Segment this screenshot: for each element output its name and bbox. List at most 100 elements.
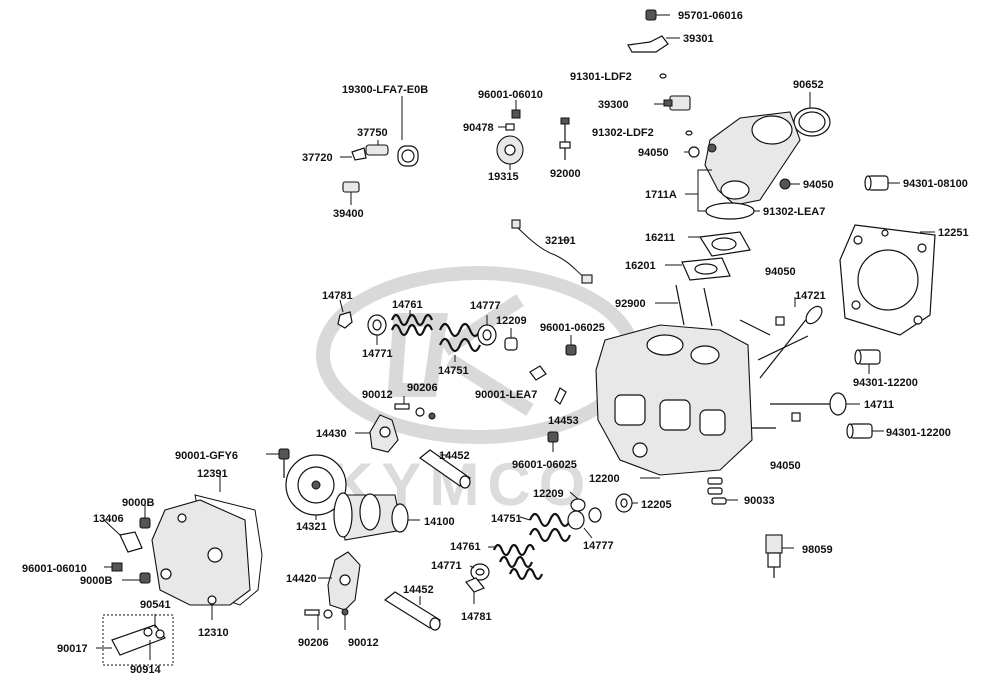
label-90017: 90017 xyxy=(57,643,88,655)
part-retainer-12205 xyxy=(615,493,638,513)
bracket-1711a-a xyxy=(685,169,712,195)
label-94050-d: 94050 xyxy=(770,460,801,472)
part-pins-90033 xyxy=(707,477,738,505)
label-14761-b: 14761 xyxy=(450,541,481,553)
label-90206-a: 90206 xyxy=(407,382,438,394)
part-plate-90017 xyxy=(96,614,174,666)
label-37750: 37750 xyxy=(357,127,388,139)
label-98059: 98059 xyxy=(802,544,833,556)
part-injector-39300 xyxy=(654,95,691,111)
part-gasket-91302-lea7 xyxy=(705,202,760,220)
part-bolt-95701 xyxy=(645,9,670,21)
label-94301-12200-a: 94301-12200 xyxy=(853,377,918,389)
part-clip-14781-a xyxy=(337,299,353,329)
part-seat-14771-a xyxy=(367,314,387,345)
label-91302-ldf2: 91302-LDF2 xyxy=(592,127,654,139)
label-14777-b: 14777 xyxy=(583,540,614,552)
label-39300: 39300 xyxy=(598,99,629,111)
part-seal-14777-b xyxy=(567,510,593,539)
label-14751-b: 14751 xyxy=(491,513,522,525)
label-90206-b: 90206 xyxy=(298,637,329,649)
label-90012-b: 90012 xyxy=(348,637,379,649)
label-14420: 14420 xyxy=(286,573,317,585)
part-studs-92900 xyxy=(655,284,771,336)
part-bolt-14453 xyxy=(554,387,567,405)
label-90001-gfy6: 90001-GFY6 xyxy=(175,450,238,462)
label-92900: 92900 xyxy=(615,298,646,310)
part-seal-14777-a xyxy=(477,315,497,346)
part-bolt-9000b-b xyxy=(122,568,172,584)
part-rocker-14430 xyxy=(355,414,399,453)
part-labels: 95701-06016 39301 91301-LDF2 90652 39300… xyxy=(22,10,969,676)
label-14452-a: 14452 xyxy=(439,450,470,462)
label-91301-ldf2: 91301-LDF2 xyxy=(570,71,632,83)
label-12200: 12200 xyxy=(589,473,620,485)
label-94301-12200-b: 94301-12200 xyxy=(886,427,951,439)
part-bolt-96001-06025-a xyxy=(565,335,577,356)
label-16201: 16201 xyxy=(625,260,656,272)
label-14430: 14430 xyxy=(316,428,347,440)
part-clamp-90652 xyxy=(793,92,831,137)
label-14452-b: 14452 xyxy=(403,584,434,596)
label-1711a: 1711A xyxy=(645,189,677,201)
label-37720: 37720 xyxy=(302,152,333,164)
label-12251: 12251 xyxy=(938,227,969,239)
label-14761-a: 14761 xyxy=(392,299,423,311)
bracket-1711a-b xyxy=(697,194,706,212)
label-12391: 12391 xyxy=(197,468,228,480)
label-19300-lfa7-e0b: 19300-LFA7-E0B xyxy=(342,84,428,96)
label-12209-a: 12209 xyxy=(496,315,527,327)
part-bracket-37720 xyxy=(340,147,367,161)
label-96001-06010-a: 96001-06010 xyxy=(478,89,543,101)
label-16211: 16211 xyxy=(645,232,675,244)
label-39400: 39400 xyxy=(333,208,364,220)
part-sensor-37750 xyxy=(365,140,389,156)
label-91302-lea7: 91302-LEA7 xyxy=(763,206,825,218)
part-seal-12209-b xyxy=(569,491,602,523)
label-14781-b: 14781 xyxy=(461,611,492,623)
label-14453: 14453 xyxy=(548,415,579,427)
label-14100: 14100 xyxy=(424,516,455,528)
part-pins-90012-90206-a xyxy=(394,396,436,420)
part-bolt-92000 xyxy=(559,117,571,160)
label-95701-06016: 95701-06016 xyxy=(678,10,743,22)
label-14321: 14321 xyxy=(296,521,327,533)
label-90033: 90033 xyxy=(744,495,775,507)
label-94301-08100: 94301-08100 xyxy=(903,178,968,190)
label-14751-a: 14751 xyxy=(438,365,469,377)
label-90012-a: 90012 xyxy=(362,389,393,401)
label-92000: 92000 xyxy=(550,168,581,180)
part-spring-14761-b xyxy=(488,543,544,581)
label-14771-a: 14771 xyxy=(362,348,393,360)
label-90001-lea7: 90001-LEA7 xyxy=(475,389,537,401)
part-spark-plug-98059 xyxy=(765,534,794,578)
part-dowel-94301-12200-b xyxy=(846,423,884,439)
part-bolt-90001-lea7 xyxy=(529,365,547,381)
part-nut-94050-a xyxy=(684,146,700,158)
label-13406: 13406 xyxy=(93,513,124,525)
part-actuator-19315 xyxy=(496,135,524,170)
part-rocker-14420 xyxy=(318,551,361,611)
part-spring-14761-a xyxy=(390,310,434,337)
part-seal-12209-a xyxy=(504,328,518,351)
label-9000b-a: 9000B xyxy=(122,497,154,509)
part-dowel-94301-08100 xyxy=(864,175,900,191)
part-bolt-96001-06010-b xyxy=(104,562,123,572)
label-32101: 32101 xyxy=(545,235,576,247)
part-head-gasket-12251 xyxy=(839,224,936,336)
label-14781-a: 14781 xyxy=(322,290,353,302)
label-96001-06010-b: 96001-06010 xyxy=(22,563,87,575)
label-12205: 12205 xyxy=(641,499,672,511)
part-bolt-9000b-a xyxy=(139,505,151,529)
part-shaft-14452-a xyxy=(418,449,472,489)
label-12310: 12310 xyxy=(198,627,229,639)
part-camshaft-14100 xyxy=(333,492,420,541)
label-12209-b: 12209 xyxy=(533,488,564,500)
label-14777-a: 14777 xyxy=(470,300,501,312)
label-19315: 19315 xyxy=(488,171,519,183)
part-oring-91301 xyxy=(659,73,667,79)
part-intake-valve-14721 xyxy=(757,297,823,379)
part-sensor-39400 xyxy=(342,181,360,205)
part-spring-14751-a xyxy=(438,322,482,362)
